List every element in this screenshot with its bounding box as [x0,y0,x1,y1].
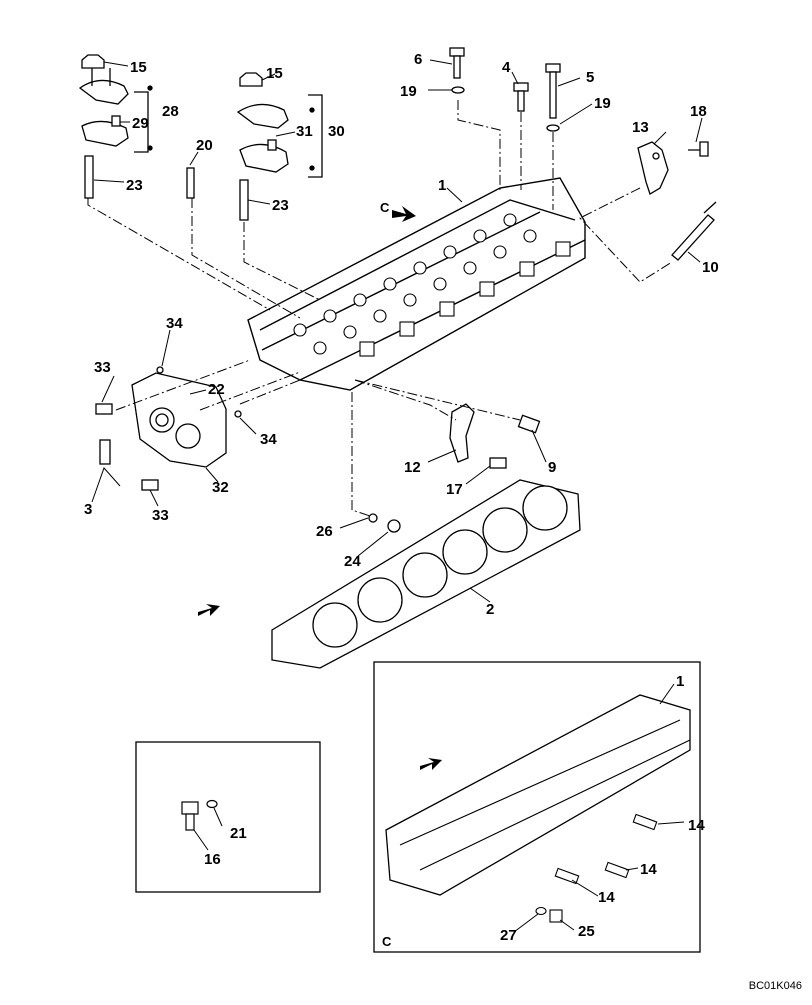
callout-26: 26 [316,523,333,540]
callout-34a: 34 [166,315,183,332]
view-c-arrow [420,758,442,770]
detail-box-plug [135,741,321,893]
callout-1b: 1 [676,673,684,690]
arrow-c-indicator [392,206,416,222]
head-gasket-2 [271,479,581,669]
callout-32: 32 [212,479,229,496]
callout-30: 30 [328,123,345,140]
callout-18: 18 [690,103,707,120]
callout-9: 9 [548,459,556,476]
callout-12: 12 [404,459,421,476]
front-housing-22 [95,366,242,491]
bracket-12-sensor-9 [368,403,541,533]
callout-14a: 14 [688,817,705,834]
callout-15b: 15 [266,65,283,82]
callout-16: 16 [204,851,221,868]
callout-28: 28 [162,103,179,120]
callout-33b: 33 [152,507,169,524]
callout-1a: 1 [438,177,446,194]
callout-3: 3 [84,501,92,518]
front-arrow [198,604,220,616]
callout-21: 21 [230,825,247,842]
callout-19a: 19 [400,83,417,100]
drawing-code: BC01K046 [748,980,802,992]
callout-23b: 23 [272,197,289,214]
callout-14b: 14 [640,861,657,878]
view-c-label-top: C [380,200,390,215]
bearing-cap-assembly-30 [186,72,323,221]
callout-29: 29 [132,115,149,132]
callout-19b: 19 [594,95,611,112]
callout-20: 20 [196,137,213,154]
callout-24: 24 [344,553,361,570]
callout-14c: 14 [598,889,615,906]
callout-31: 31 [296,123,313,140]
direction-arrows [198,206,442,770]
detail-box-view-c [373,661,701,953]
callout-10: 10 [702,259,719,276]
callout-17: 17 [446,481,463,498]
callout-2: 2 [486,601,494,618]
bracket-13-and-glow-plug-10 [637,141,717,261]
callout-5: 5 [586,69,594,86]
cylinder-head-1 [247,177,586,391]
callout-34b: 34 [260,431,277,448]
callout-27: 27 [500,927,517,944]
callout-23a: 23 [126,177,143,194]
callout-33a: 33 [94,359,111,376]
callout-labels: 15 28 29 23 15 20 31 30 23 6 4 5 19 19 1… [84,51,719,949]
bearing-cap-assembly-28 [78,54,153,199]
callout-15a: 15 [130,59,147,76]
leader-lines [87,59,703,933]
callout-22: 22 [208,381,225,398]
callout-4: 4 [502,59,511,76]
callout-25: 25 [578,923,595,940]
callout-6: 6 [414,51,422,68]
view-c-label-box: C [382,934,392,949]
callout-13: 13 [632,119,649,136]
